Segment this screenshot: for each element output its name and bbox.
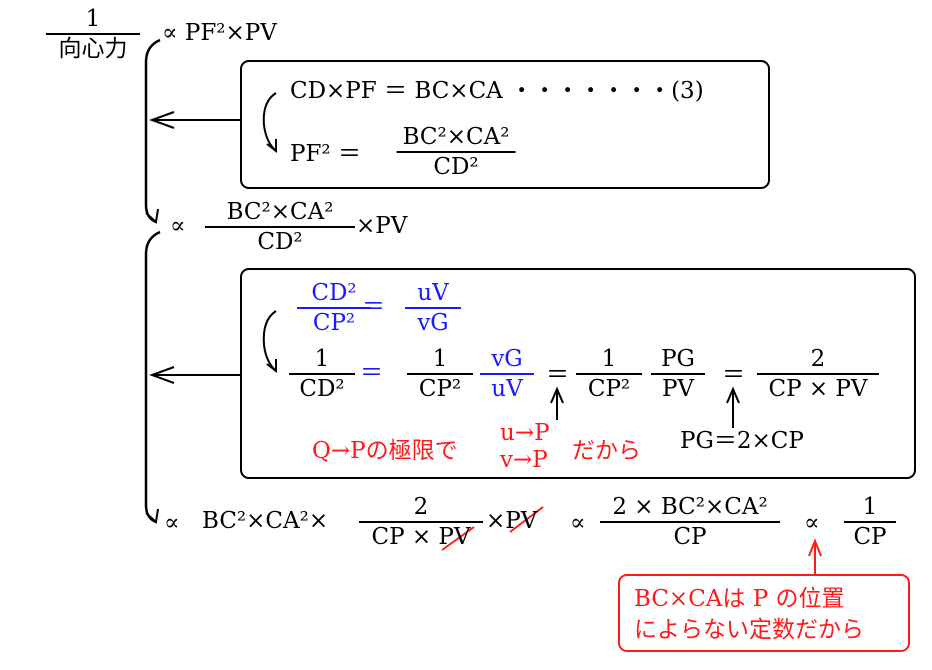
numerator: uV — [417, 280, 449, 306]
arrowhead-1 — [145, 208, 159, 224]
pf2-label: PF² ＝ — [290, 141, 361, 167]
because-note: だから — [572, 438, 641, 464]
denominator: CD² — [257, 229, 303, 255]
fraction-bar — [46, 33, 140, 35]
numerator: 2 — [413, 494, 429, 520]
equation-3: CD×PF ＝ BC×CA ・・・・・・・(3) — [290, 78, 704, 104]
numerator: 1 — [314, 346, 330, 372]
fraction-bar — [289, 373, 355, 375]
pf2-fraction: BC²×CA² CD² — [396, 124, 516, 180]
numerator: BC²×CA² — [402, 124, 510, 150]
fraction-bar — [576, 373, 642, 375]
fraction-bar — [651, 373, 705, 375]
numerator: PG — [661, 346, 695, 372]
one-over-cp2: 1 CP² — [407, 346, 473, 402]
denominator: CD² — [299, 376, 345, 402]
denominator: 向心力 — [58, 36, 128, 62]
times-pv: ×PV — [356, 213, 408, 239]
numerator: CD² — [311, 280, 357, 306]
step3-two-over-cp-pv: 2 CP × PV — [359, 494, 483, 550]
box-limit-derivation — [240, 268, 916, 479]
inverse-centripetal-fraction: 1 向心力 — [46, 6, 140, 62]
fraction-bar — [480, 373, 534, 375]
numerator: 2 — [810, 346, 826, 372]
denominator: CD² — [433, 154, 479, 180]
denominator: PV — [661, 376, 695, 402]
numerator: 1 — [85, 6, 101, 32]
note-line-2: によらない定数だから — [634, 617, 864, 643]
numerator: 1 — [862, 494, 878, 520]
denominator: CP² — [312, 310, 356, 336]
prop-symbol-3c: ∝ — [804, 510, 820, 536]
numerator: BC²×CA² — [226, 199, 334, 225]
fraction-bar — [407, 373, 473, 375]
one-over-cp2-b: 1 CP² — [576, 346, 642, 402]
denominator: CP² — [418, 376, 462, 402]
denominator: CP — [853, 524, 887, 550]
vg-over-uv: vG uV — [480, 346, 534, 402]
denominator: CP × PV — [768, 376, 868, 402]
constant-note-box — [618, 574, 910, 652]
step3-const-over-cp: 2 × BC²×CA² CP — [600, 494, 780, 550]
prop-symbol: ∝ — [170, 213, 186, 239]
denominator: vG — [417, 310, 449, 336]
one-over-cd2: 1 CD² — [289, 346, 355, 402]
one-over-cp: 1 CP — [844, 494, 896, 550]
fraction-bar — [600, 521, 780, 523]
cancel-slash-1 — [441, 526, 475, 551]
equals-2: ＝ — [722, 362, 745, 388]
blue-equals-2: ＝ — [360, 360, 383, 386]
inner-arrow-1 — [262, 92, 277, 152]
numerator: 2 × BC²×CA² — [612, 494, 768, 520]
cancel-slash-2 — [509, 506, 544, 533]
denominator: CP — [673, 524, 707, 550]
numerator: vG — [491, 346, 523, 372]
blue-ratio-uv-vg: uV vG — [405, 280, 461, 336]
prop-pf2-pv: ∝ PF²×PV — [162, 20, 277, 46]
box-cd-pf — [240, 60, 770, 189]
flow-arrow-1 — [144, 38, 161, 224]
step3-lead: BC²×CA²× — [202, 508, 329, 534]
inner-arrow-2 — [262, 310, 277, 372]
v-to-p: v→P — [500, 447, 548, 473]
blue-equals: ＝ — [362, 294, 385, 320]
blue-ratio-cd-cp: CD² CP² — [297, 280, 371, 336]
prop-symbol-3b: ∝ — [570, 510, 586, 536]
fraction-bar — [396, 151, 516, 153]
arrowhead-2 — [145, 508, 159, 524]
fraction-bar — [297, 307, 371, 309]
note-line-1: BC×CAは P の位置 — [634, 586, 845, 612]
pg-equals-2cp: PG＝2×CP — [680, 428, 804, 454]
u-to-p: u→P — [500, 420, 550, 446]
fraction-bar — [359, 521, 483, 523]
numerator: 1 — [432, 346, 448, 372]
denominator: CP × PV — [371, 524, 471, 550]
step2-fraction: BC²×CA² CD² — [205, 199, 355, 255]
fraction-bar — [757, 373, 879, 375]
equals-1: ＝ — [546, 362, 569, 388]
fraction-bar — [844, 521, 896, 523]
fraction-bar — [205, 226, 355, 228]
fraction-bar — [405, 307, 461, 309]
denominator: CP² — [587, 376, 631, 402]
two-over-cp-pv: 2 CP × PV — [757, 346, 879, 402]
numerator: 1 — [601, 346, 617, 372]
denominator: uV — [491, 376, 523, 402]
limit-note: Q→Pの極限で — [312, 438, 458, 464]
times-pv-cancelled: ×PV — [486, 508, 538, 534]
pg-over-pv: PG PV — [651, 346, 705, 402]
prop-symbol-3a: ∝ — [164, 510, 180, 536]
